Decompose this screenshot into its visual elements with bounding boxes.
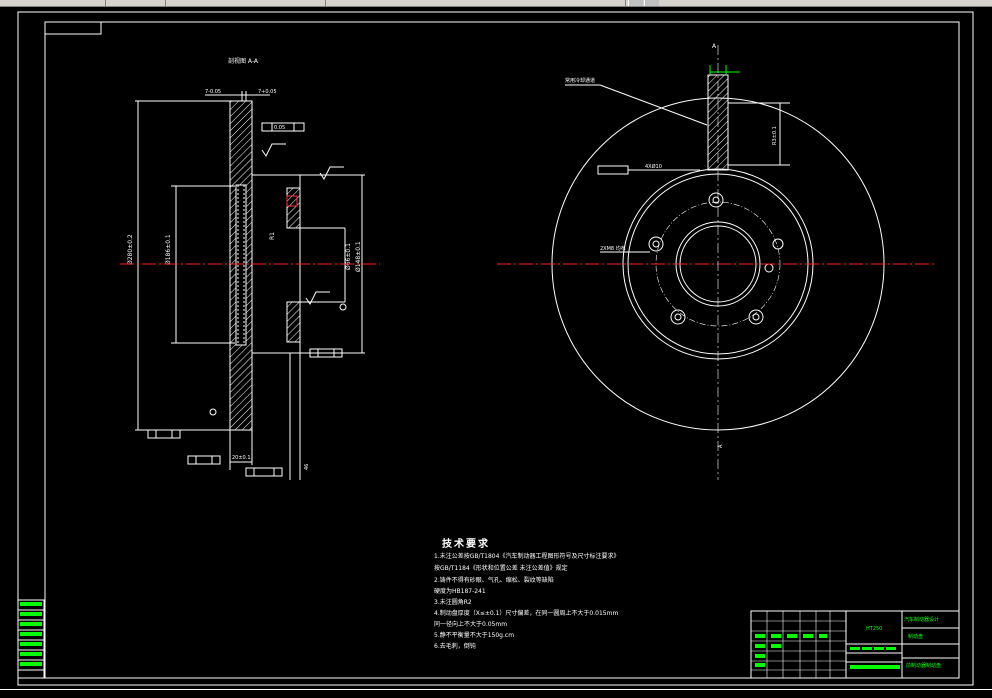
status-bar	[0, 689, 992, 698]
title-block	[750, 610, 960, 679]
sheet-outer-border	[17, 11, 974, 686]
section-label: 剖视图 A-A	[228, 58, 259, 65]
title-block-school: 汽车制动器设计	[904, 617, 940, 623]
tech-requirements-title: 技术要求	[442, 539, 490, 550]
svg-text:0.05: 0.05	[274, 125, 285, 131]
tech-requirement-line: 按GB/T1184《形状和位置公差 未注公差值》规定	[434, 565, 568, 572]
revision-table	[17, 599, 45, 679]
svg-text:R3±0.1: R3±0.1	[772, 126, 778, 145]
tech-requirement-line: 硬度为HB187-241	[434, 588, 486, 595]
svg-text:Ø280±0.2: Ø280±0.2	[127, 234, 134, 265]
front-view: R3±0.1 常用冷却通道 4XØ10 2XM8 均布 A A	[497, 43, 935, 480]
svg-text:常用冷却通道: 常用冷却通道	[565, 77, 595, 84]
svg-text:Ø148±0.1: Ø148±0.1	[355, 241, 362, 272]
tech-requirement-line: 3.未注圆角R2	[434, 599, 472, 606]
svg-text:A: A	[718, 444, 724, 448]
tech-requirement-line: 5.静不平衡量不大于150g.cm	[434, 632, 515, 639]
svg-text:R1: R1	[269, 232, 276, 240]
tech-requirement-line: 2.铸件不得有砂眼、气孔、缩松、裂纹等缺陷	[434, 577, 554, 584]
title-block-drawing-name: 制动盘	[908, 634, 924, 640]
title-block-material: HT250	[866, 626, 883, 632]
fcf-frame	[245, 467, 283, 477]
svg-text:2XM8 均布: 2XM8 均布	[600, 245, 626, 252]
svg-text:A: A	[712, 43, 717, 50]
fcf-frame	[187, 455, 221, 465]
fcf-frame	[147, 429, 181, 439]
fcf-frame	[309, 348, 343, 358]
toolbar-button[interactable]	[644, 0, 659, 6]
toolbar-segment[interactable]	[325, 0, 626, 6]
tech-requirement-line: 1.未注公差按GB/T1804《汽车制动器工程图形符号及尺寸标注要求》	[434, 553, 620, 560]
drawing-number-box	[44, 21, 102, 35]
svg-text:46: 46	[304, 464, 310, 470]
tech-requirement-line: 4.制动盘厚度（X≤±0.1）尺寸偏差，在同一圆周上不大于0.015mm	[434, 610, 619, 617]
toolbar-segment[interactable]	[165, 0, 326, 6]
svg-text:20±0.1: 20±0.1	[232, 455, 251, 461]
svg-text:7-0.05: 7-0.05	[205, 89, 221, 95]
fcf-frame: 0.05	[261, 122, 305, 132]
section-view: Ø280±0.2 Ø186±0.1 Ø66±0.1 Ø148±0.1 R1 20…	[120, 89, 380, 480]
tech-requirement-line: 同一径向上不大于0.05mm	[434, 621, 508, 628]
cad-toolbar	[0, 0, 992, 7]
sheet-inner-border	[44, 21, 960, 679]
toolbar-button[interactable]	[628, 0, 643, 6]
title-block-part: 前制动器制动盘	[906, 663, 942, 669]
toolbar-segment[interactable]	[105, 0, 166, 6]
svg-text:7+0.05: 7+0.05	[258, 89, 277, 95]
tech-requirement-line: 6.去毛刺，倒钝	[434, 643, 476, 650]
svg-text:Ø186±0.1: Ø186±0.1	[165, 234, 172, 265]
svg-text:4XØ10: 4XØ10	[645, 163, 662, 170]
toolbar-segment[interactable]	[0, 0, 106, 6]
svg-text:Ø66±0.1: Ø66±0.1	[345, 243, 352, 270]
